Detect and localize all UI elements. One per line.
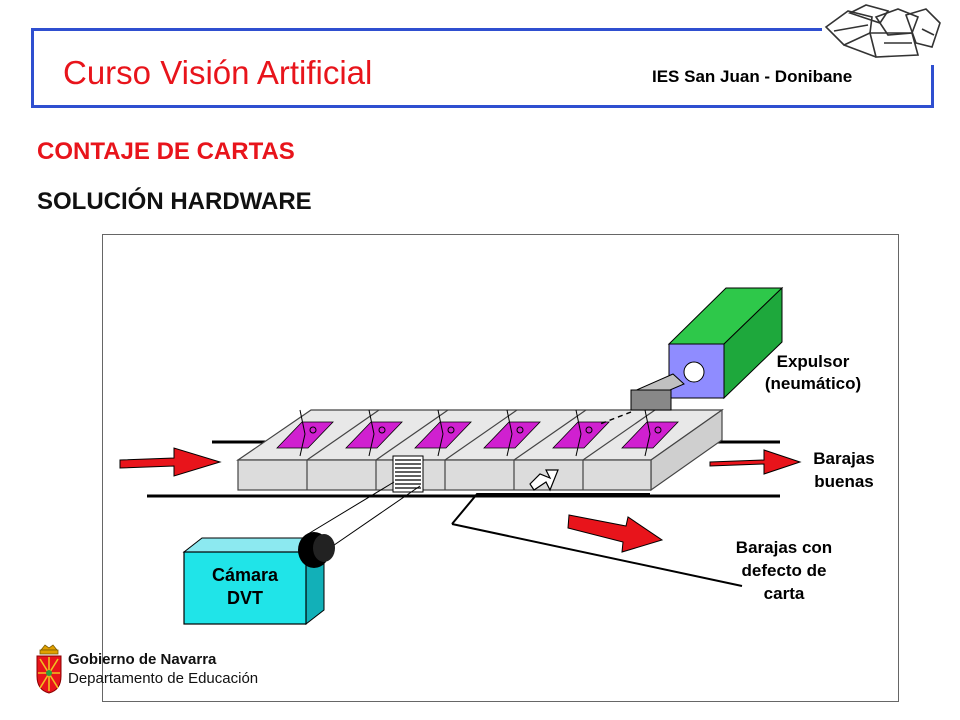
defect-rail [451,523,743,587]
inspection-grille [392,455,424,493]
good-decks-label-1: Barajas [813,449,874,468]
input-arrow [119,447,222,477]
dvt-camera [182,532,335,626]
card-counting-diagram: Expulsor (neumático) Barajas buenas Bara… [102,234,899,702]
defect-output-arrow [567,514,664,553]
school-name: IES San Juan - Donibane [652,67,853,86]
defect-decks-label-1: Barajas con [736,538,832,557]
subsection-title: SOLUCIÓN HARDWARE [37,188,312,215]
card-markings [299,409,662,457]
pneumatic-ejector [599,286,784,425]
defect-decks-label-3: carta [764,584,805,603]
navarra-coat-of-arms [36,644,62,694]
course-title: Curso Visión Artificial [63,54,373,91]
ejector-label-1: Expulsor [777,352,850,371]
ejector-label-2: (neumático) [765,374,861,393]
section-title: CONTAJE DE CARTAS [37,138,295,165]
ejector-impact-mark [529,469,559,492]
camera-label-2: DVT [227,588,263,608]
good-decks-label-2: buenas [814,472,874,491]
department-name: Departamento de Educación [68,670,259,687]
camera-label-1: Cámara [212,565,279,585]
header-frame [31,28,934,108]
good-output-arrow [709,449,802,475]
defect-decks-label-2: defecto de [741,561,826,580]
building-logo [822,3,944,65]
camera-view-lines [307,481,421,553]
government-name: Gobierno de Navarra [68,651,217,668]
